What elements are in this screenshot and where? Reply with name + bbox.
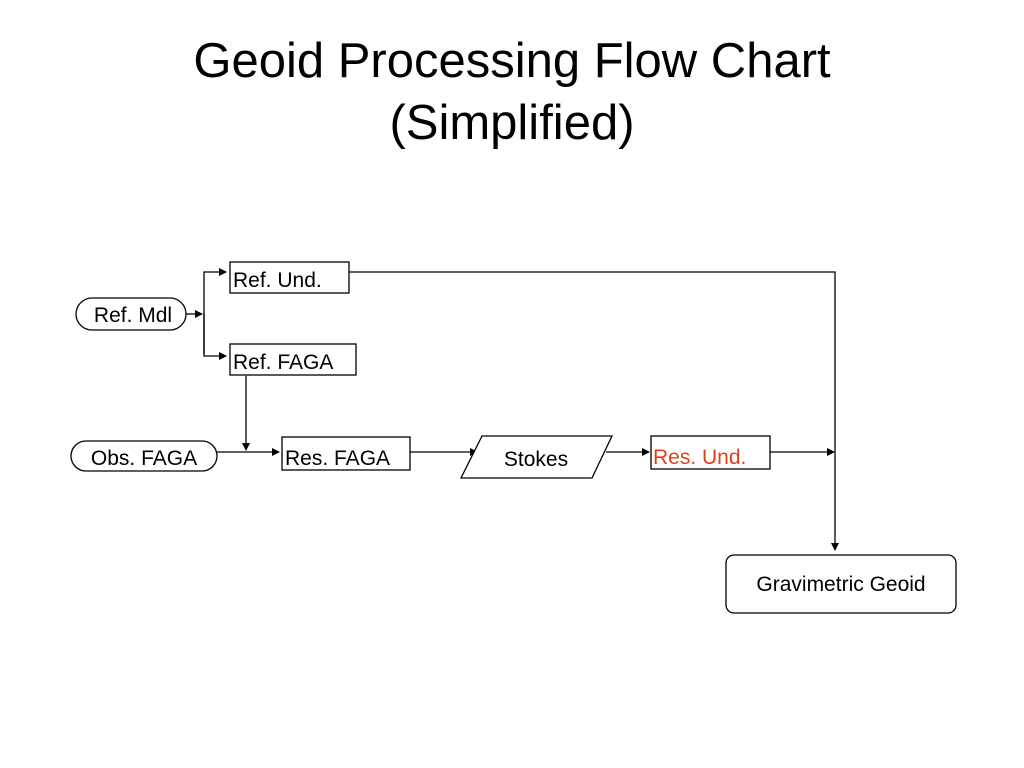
node-ref-und-shape <box>229 261 350 294</box>
connector-to-ref-und <box>203 268 227 354</box>
connectors <box>186 268 839 551</box>
node-res-und-label: Res. Und. <box>653 446 746 469</box>
connector-ref-und-to-geoid <box>349 271 839 551</box>
node-res-faga-shape <box>281 436 411 471</box>
node-gravimetric-geoid-label: Gravimetric Geoid <box>756 573 925 596</box>
node-res-und-shape <box>650 435 771 470</box>
slide-title: Geoid Processing Flow Chart (Simplified) <box>0 30 1024 154</box>
node-ref-mdl-label: Ref. Mdl <box>94 304 172 327</box>
node-res-faga-label: Res. FAGA <box>285 447 390 470</box>
title-line-2: (Simplified) <box>389 96 635 150</box>
node-ref-mdl-shape <box>75 297 187 331</box>
title-line-1: Geoid Processing Flow Chart <box>193 34 831 88</box>
node-ref-und-label: Ref. Und. <box>233 269 322 292</box>
node-obs-faga-label: Obs. FAGA <box>91 447 197 470</box>
connector-to-ref-faga <box>203 314 227 360</box>
node-ref-faga-label: Ref. FAGA <box>233 351 333 374</box>
node-ref-faga-shape <box>229 343 357 376</box>
node-gravimetric-geoid-shape <box>725 554 957 614</box>
node-obs-faga-shape <box>70 440 218 472</box>
node-stokes-shape <box>459 435 614 479</box>
node-stokes-label: Stokes <box>504 448 568 471</box>
